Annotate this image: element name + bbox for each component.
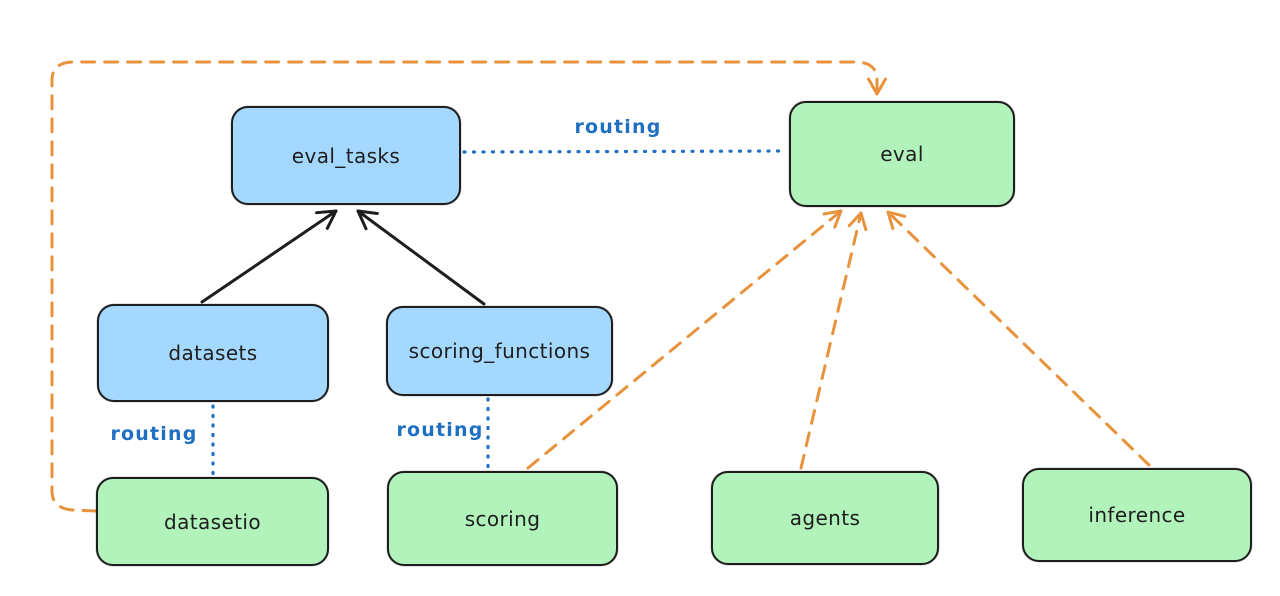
node-scoring-functions[interactable]: scoring_functions xyxy=(386,306,613,396)
routing-label-eval-tasks-eval: routing xyxy=(574,116,662,138)
node-eval-label: eval xyxy=(880,142,924,166)
node-scoring-label: scoring xyxy=(464,506,541,531)
edge-agents-to-eval xyxy=(799,211,868,470)
node-agents[interactable]: agents xyxy=(711,471,939,565)
edge-datasets-to-eval-tasks xyxy=(200,209,338,304)
routing-label-scoring-functions-scoring: routing xyxy=(396,419,484,441)
node-eval[interactable]: eval xyxy=(789,101,1015,207)
node-eval-tasks-label: eval_tasks xyxy=(291,143,401,168)
edge-inference-to-eval xyxy=(886,210,1151,467)
edge-eval-tasks-to-eval-routing xyxy=(462,149,788,154)
node-scoring-functions-label: scoring_functions xyxy=(408,339,591,363)
node-agents-label: agents xyxy=(789,506,861,530)
node-scoring[interactable]: scoring xyxy=(387,471,618,566)
node-inference-label: inference xyxy=(1088,503,1186,527)
edge-datasetio-to-eval-loop xyxy=(50,60,887,513)
edge-scoring-functions-to-eval-tasks xyxy=(356,209,486,306)
node-eval-tasks[interactable]: eval_tasks xyxy=(231,106,461,205)
routing-label-datasets-datasetio: routing xyxy=(110,423,198,445)
node-datasetio[interactable]: datasetio xyxy=(96,477,329,566)
node-datasetio-label: datasetio xyxy=(163,509,261,534)
node-datasets[interactable]: datasets xyxy=(97,304,329,402)
node-inference[interactable]: inference xyxy=(1022,468,1252,562)
node-datasets-label: datasets xyxy=(168,341,258,365)
